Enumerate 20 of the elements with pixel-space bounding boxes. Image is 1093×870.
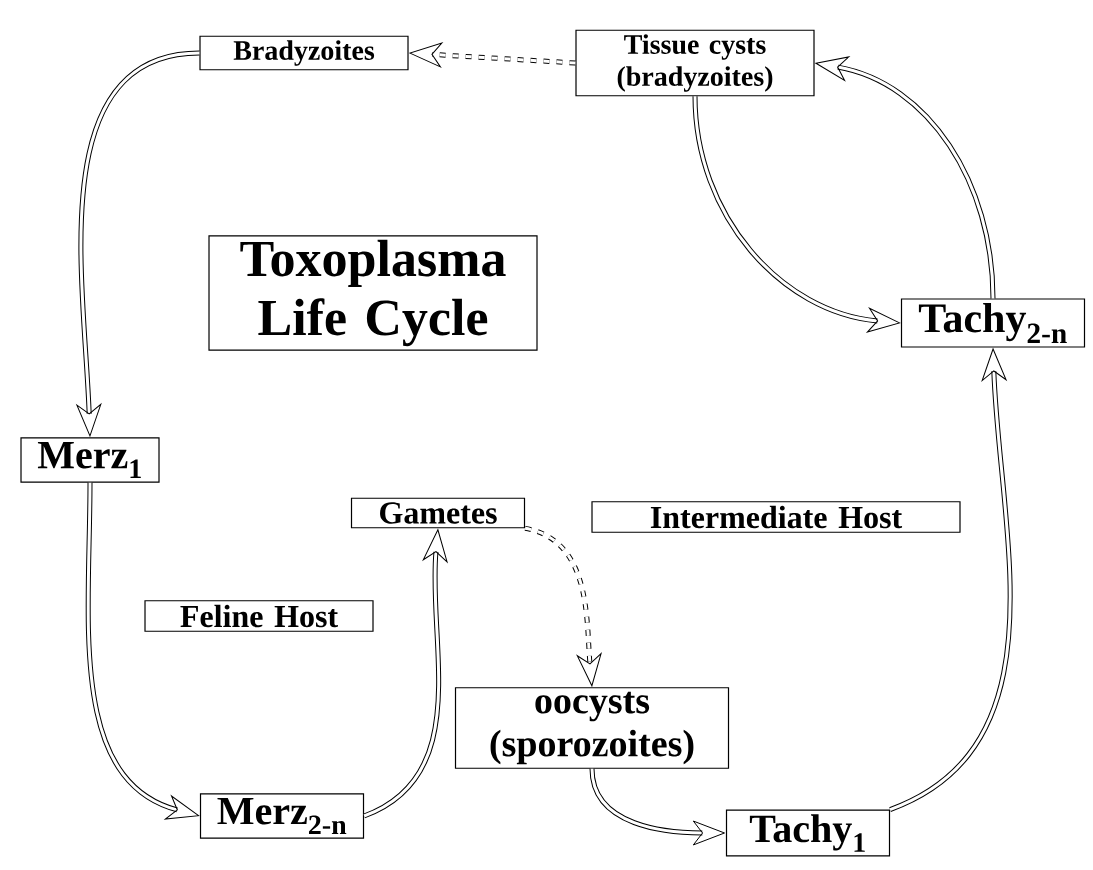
arrow — [589, 768, 725, 846]
arrow — [85, 482, 200, 820]
arrow — [409, 42, 576, 68]
title-box: Toxoplasma Life Cycle — [208, 235, 538, 351]
stage-box: Merz$_{1}$ — [20, 437, 160, 483]
arrow — [815, 56, 996, 299]
stage-box: oocysts (sporozoites) — [454, 687, 730, 769]
stage-box: Bradyzoites — [199, 35, 409, 71]
arrow — [363, 529, 448, 819]
host-label-box: Intermediate Host — [591, 501, 961, 533]
arrow — [76, 50, 200, 437]
stage-box: Tissue cysts (bradyzoites) — [575, 29, 815, 97]
stage-box: Merz$_{2-n}$ — [199, 793, 365, 839]
arrow — [692, 96, 900, 333]
arrow — [524, 525, 602, 687]
stage-box: Tachy$_{2-n}$ — [900, 298, 1086, 348]
stage-box: Gametes — [350, 497, 526, 529]
arrow — [889, 348, 1013, 812]
host-label-box: Feline Host — [144, 600, 374, 632]
stage-box: Tachy$_{1}$ — [725, 809, 891, 857]
